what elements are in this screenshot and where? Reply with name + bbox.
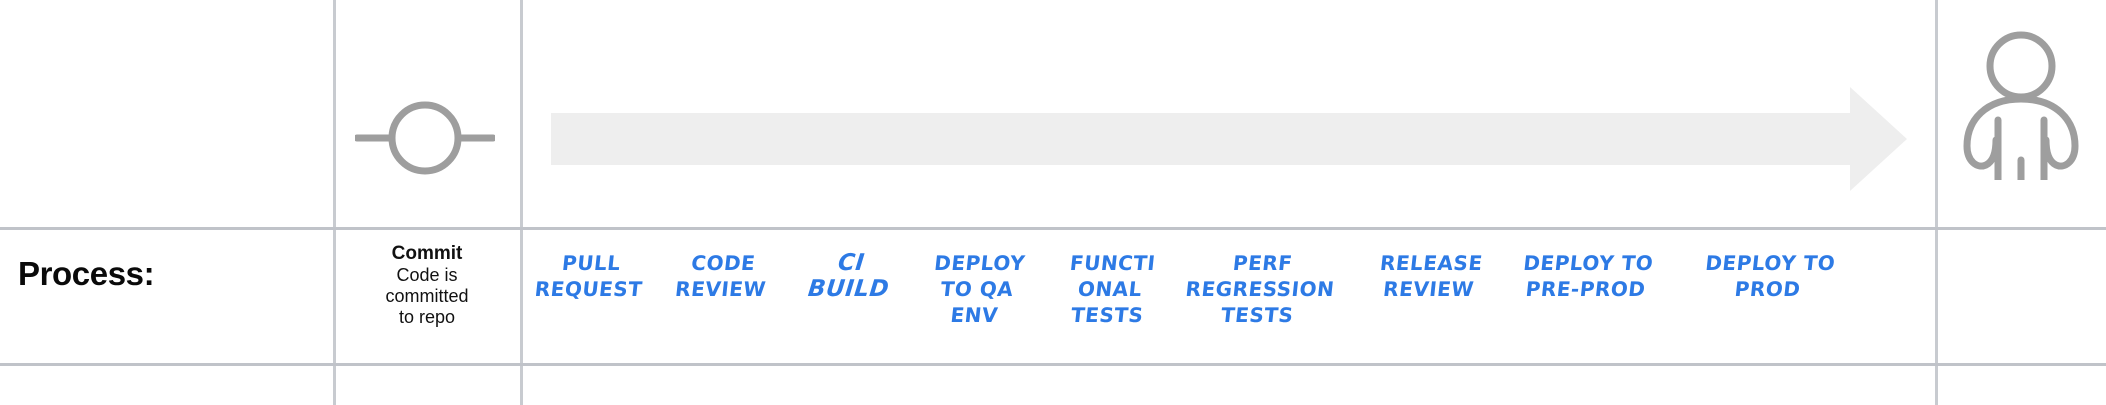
person-icon [1958, 28, 2084, 184]
stage-label-6: Releasereview [1357, 250, 1502, 302]
stage-label-1-line-1: review [674, 277, 768, 301]
stage-label-3: Deployto QAenv [908, 250, 1046, 328]
stage-label-5-line-1: regression [1184, 277, 1336, 301]
grid-hline-0 [0, 227, 2106, 230]
stage-label-5: Perfregressiontests [1166, 250, 1354, 328]
stage-label-0: Pullrequest [527, 250, 652, 302]
stage-label-4-line-0: Functi [1068, 251, 1157, 275]
stage-label-7: Deploy topre-prod [1499, 250, 1674, 302]
stage-label-1: Codereview [659, 250, 784, 302]
page-title: Process: [18, 255, 155, 292]
stage-label-1-line-0: Code [690, 251, 757, 275]
commit-node-icon [353, 96, 497, 180]
stage-label-8-line-0: Deploy to [1704, 251, 1837, 275]
stage-label-6-line-0: Release [1378, 251, 1484, 275]
stage-label-6-line-1: review [1382, 277, 1476, 301]
stage-label-4: Functionaltests [1048, 250, 1172, 328]
stage-label-3-line-0: Deploy [933, 251, 1027, 275]
commit-stage-line-2: committed [385, 286, 469, 306]
grid-vline-2 [1935, 0, 1938, 405]
stage-label-7-line-0: Deploy to [1522, 251, 1655, 275]
stage-label-8-line-1: prod [1733, 277, 1802, 301]
commit-stage-line-3: to repo [398, 307, 456, 327]
grid-vline-0 [333, 0, 336, 405]
commit-stage-title: Commit [391, 243, 463, 264]
stage-label-3-line-2: env [949, 303, 1000, 327]
stage-label-0-line-0: Pull [560, 251, 622, 275]
stage-label-5-line-2: tests [1219, 303, 1295, 327]
stage-label-7-line-1: pre-prod [1524, 277, 1647, 301]
stage-label-2-line-0: CI [836, 250, 866, 276]
stage-label-5-line-0: Perf [1231, 251, 1294, 275]
commit-stage-cell: Commit Code is committed to repo [336, 243, 518, 328]
stage-label-3-line-1: to QA [939, 277, 1015, 301]
grid-vline-1 [520, 0, 523, 405]
stage-label-4-line-1: onal [1076, 277, 1144, 301]
stage-label-2: CIbuild [787, 250, 912, 302]
commit-stage-line-1: Code is [396, 265, 458, 285]
stage-label-0-line-1: request [533, 277, 644, 301]
stage-label-2-line-1: build [806, 276, 891, 302]
stage-label-4-line-2: tests [1069, 303, 1145, 327]
right-arrow-icon [551, 85, 1907, 193]
grid-hline-1 [0, 363, 2106, 366]
stage-label-8: Deploy toprod [1681, 250, 1856, 302]
